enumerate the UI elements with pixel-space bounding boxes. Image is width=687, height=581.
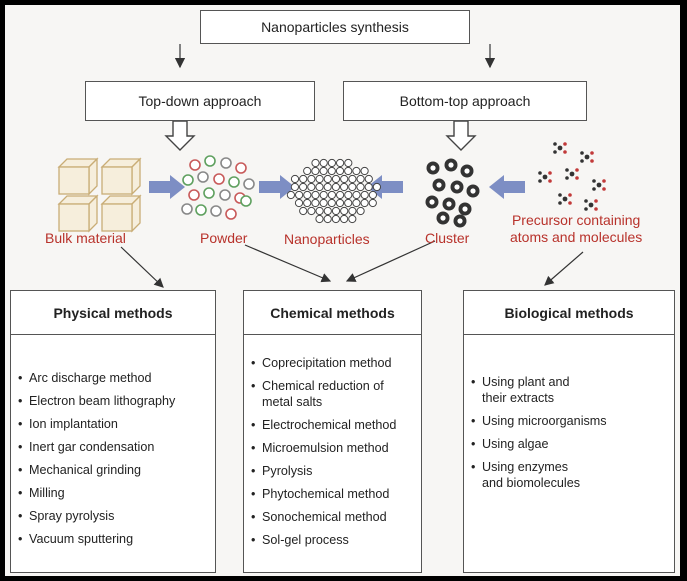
list-item: Vacuum sputtering xyxy=(11,531,215,547)
list-item: Using algae xyxy=(464,436,634,452)
nanoparticles-icon xyxy=(286,158,381,224)
powder-label: Powder xyxy=(200,230,248,246)
diagram-title: Nanoparticles synthesis xyxy=(261,19,409,35)
list-item: Chemical reduction of metal salts xyxy=(244,378,421,410)
chemical-methods-panel: Chemical methods Coprecipitation method … xyxy=(243,290,422,573)
hollow-down-arrow-left xyxy=(164,120,196,151)
list-item: Pyrolysis xyxy=(244,463,421,479)
biological-methods-list: Using plant and their extracts Using mic… xyxy=(464,374,674,491)
precursor-label-line1: Precursor containing xyxy=(511,212,641,228)
list-item: Coprecipitation method xyxy=(244,355,421,371)
list-item: Sonochemical method xyxy=(244,509,421,525)
cluster-icon xyxy=(425,158,480,228)
list-item: Mechanical grinding xyxy=(11,462,215,478)
diagram-canvas: Nanoparticles synthesis Top-down approac… xyxy=(5,5,680,576)
title-box: Nanoparticles synthesis xyxy=(200,10,470,44)
bottom-top-approach-box: Bottom-top approach xyxy=(343,81,587,121)
method-connectors xyxy=(120,240,584,288)
top-down-approach-box: Top-down approach xyxy=(85,81,315,121)
list-item: Sol-gel process xyxy=(244,532,421,548)
title-connectors xyxy=(174,44,496,69)
list-item: Electron beam lithography xyxy=(11,393,215,409)
arrow-precursor-to-cluster xyxy=(489,175,525,199)
list-item: Milling xyxy=(11,485,215,501)
biological-methods-title: Biological methods xyxy=(464,291,674,335)
diagram-graphics xyxy=(57,44,606,288)
list-item: Spray pyrolysis xyxy=(11,508,215,524)
nanoparticles-label: Nanoparticles xyxy=(284,231,370,247)
list-item: Microemulsion method xyxy=(244,440,421,456)
cluster-label: Cluster xyxy=(425,230,470,246)
biological-methods-panel: Biological methods Using plant and their… xyxy=(463,290,675,573)
list-item: Using enzymes and biomolecules xyxy=(464,459,634,491)
powder-icon xyxy=(181,155,255,220)
precursor-label-line2: atoms and molecules xyxy=(510,229,643,245)
chemical-methods-list: Coprecipitation method Chemical reductio… xyxy=(244,355,421,548)
hollow-down-arrow-right xyxy=(445,120,477,151)
top-down-approach-label: Top-down approach xyxy=(138,93,262,109)
bulk-material-label: Bulk material xyxy=(45,230,126,246)
list-item: Using microorganisms xyxy=(464,413,634,429)
list-item: Ion implantation xyxy=(11,416,215,432)
list-item: Electrochemical method xyxy=(244,417,421,433)
physical-methods-list: Arc discharge method Electron beam litho… xyxy=(11,370,215,547)
precursor-molecules-icon xyxy=(538,142,606,211)
list-item: Using plant and their extracts xyxy=(464,374,634,406)
list-item: Phytochemical method xyxy=(244,486,421,502)
physical-methods-panel: Physical methods Arc discharge method El… xyxy=(10,290,216,573)
precursor-label: Precursor containing atoms and molecules xyxy=(510,212,642,246)
chemical-methods-title: Chemical methods xyxy=(244,291,421,335)
bottom-top-approach-label: Bottom-top approach xyxy=(399,93,531,109)
list-item: Inert gar condensation xyxy=(11,439,215,455)
arrow-powder-to-nano xyxy=(259,175,295,199)
arrow-bulk-to-powder xyxy=(149,175,185,199)
bulk-material-icon xyxy=(57,157,142,233)
list-item: Arc discharge method xyxy=(11,370,215,386)
physical-methods-title: Physical methods xyxy=(11,291,215,335)
